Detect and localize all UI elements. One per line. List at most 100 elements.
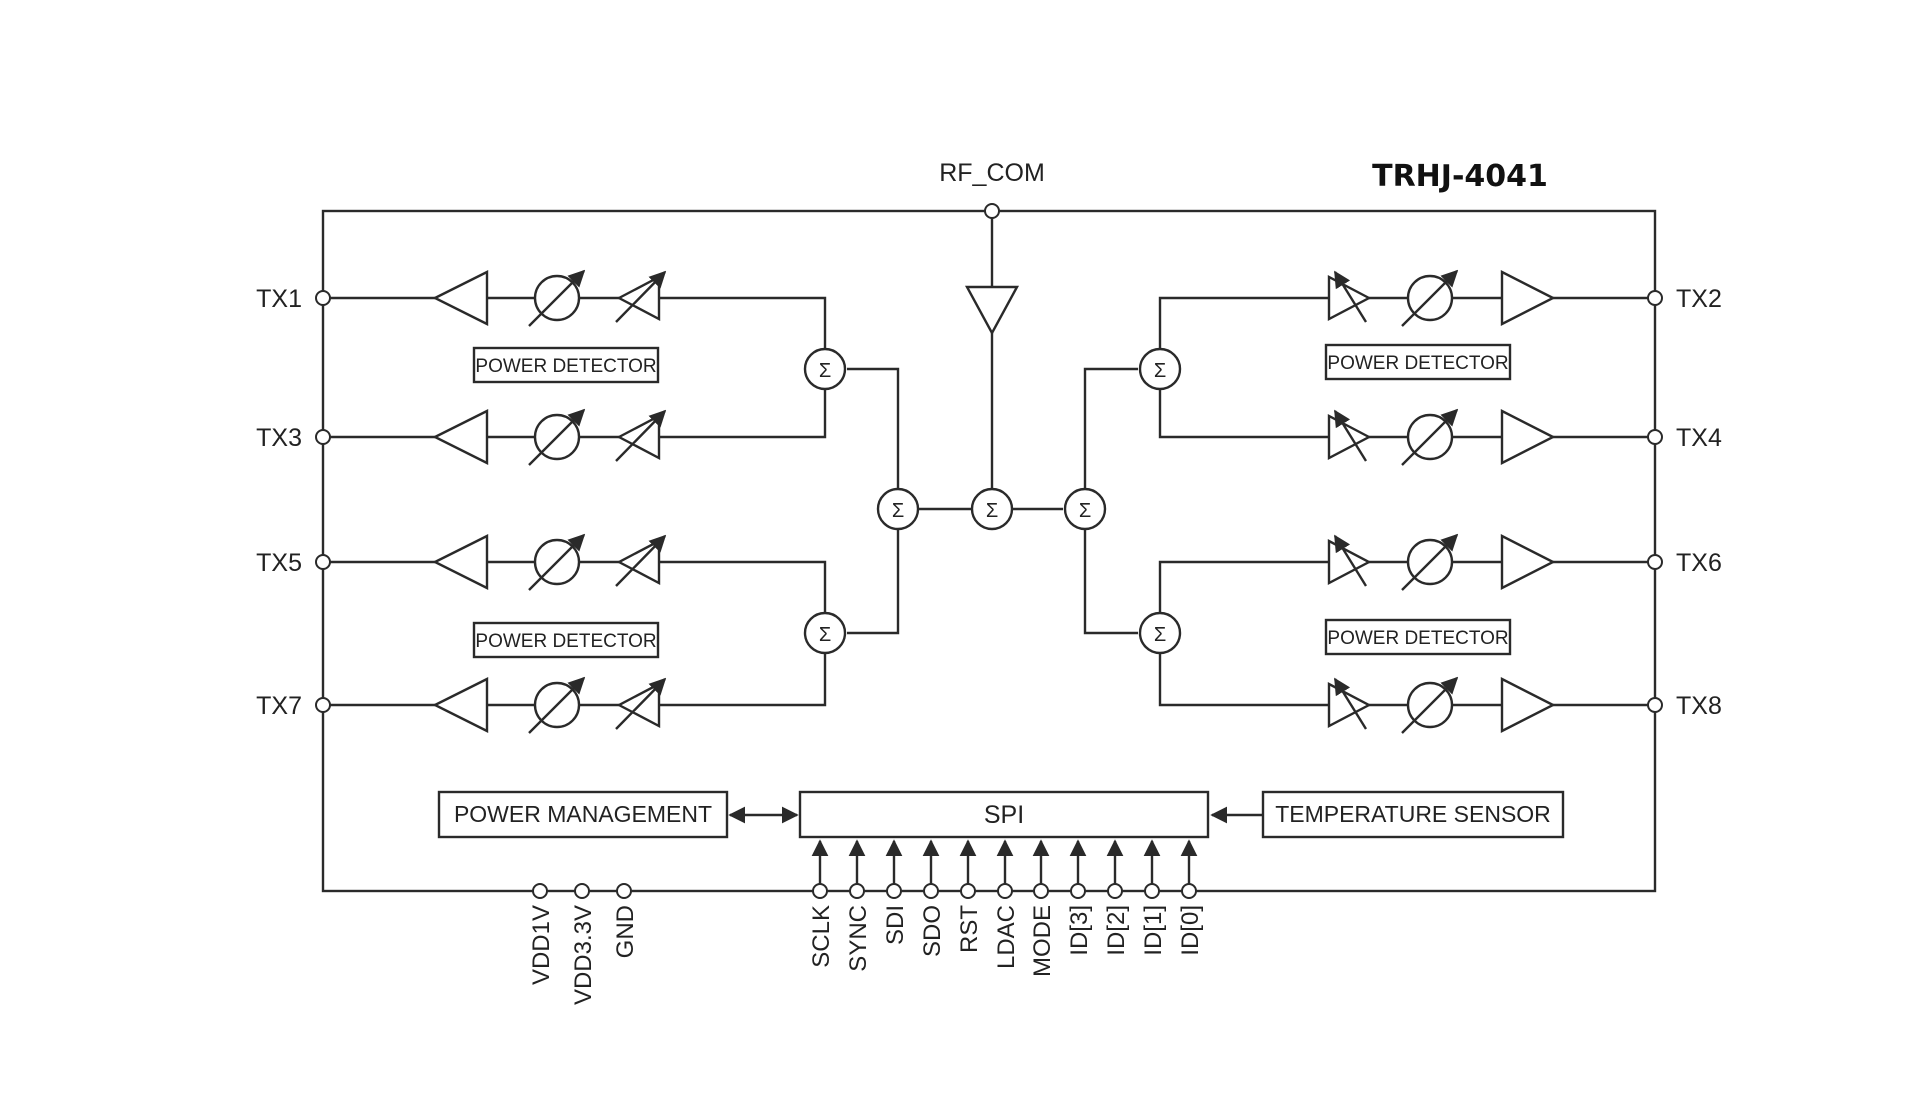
sum-left-bottom: Σ	[803, 611, 847, 655]
pin-tx7[interactable]	[315, 697, 331, 713]
spi-pin-7: ID[3]	[1066, 839, 1093, 956]
amplifier-tx5	[432, 534, 489, 590]
svg-text:Σ: Σ	[819, 360, 831, 382]
channel-tx7: TX7	[256, 676, 667, 734]
attenuator-tx8	[1327, 677, 1372, 730]
channel-tx5: TX5	[256, 533, 667, 591]
summing-tree-wires	[652, 296, 1332, 707]
svg-text:Σ: Σ	[892, 500, 904, 522]
svg-text:ID[0]: ID[0]	[1177, 905, 1204, 956]
label-tx3: TX3	[256, 424, 302, 452]
power-pin-0: VDD1V	[528, 883, 555, 985]
sum-right-top: Σ	[1138, 347, 1182, 391]
spi-pin-0: SCLK	[808, 839, 835, 968]
svg-text:POWER DETECTOR: POWER DETECTOR	[475, 356, 656, 377]
phase-shifter-tx5	[528, 533, 586, 591]
phase-shifter-tx1	[528, 269, 586, 327]
chip-title: TRHJ-4041	[1372, 159, 1548, 194]
label-tx4: TX4	[1676, 424, 1722, 452]
pin-tx6[interactable]	[1647, 554, 1663, 570]
svg-text:RST: RST	[956, 905, 983, 953]
phase-shifter-tx8	[1401, 676, 1459, 734]
power-detector-left-bottom: POWER DETECTOR	[472, 621, 660, 659]
phase-shifter-tx4	[1401, 408, 1459, 466]
pin-tx1[interactable]	[315, 290, 331, 306]
sum-right-bottom: Σ	[1138, 611, 1182, 655]
attenuator-tx3	[615, 409, 667, 462]
spi-pin-2: SDI	[882, 839, 909, 945]
temperature-sensor-label: TEMPERATURE SENSOR	[1275, 801, 1551, 827]
power-detector-right-top: POWER DETECTOR	[1324, 343, 1512, 381]
rf-com-pin[interactable]	[984, 203, 1000, 219]
label-tx5: TX5	[256, 549, 302, 577]
svg-text:Σ: Σ	[819, 624, 831, 646]
channel-tx6: TX6	[1327, 533, 1722, 591]
svg-text:VDD3.3V: VDD3.3V	[570, 905, 597, 1005]
summing-junctions: Σ Σ Σ Σ Σ Σ Σ	[803, 347, 1182, 655]
svg-text:POWER DETECTOR: POWER DETECTOR	[475, 631, 656, 652]
svg-text:SDI: SDI	[882, 905, 909, 945]
amplifier-tx6	[1500, 534, 1556, 590]
spi-pin-9: ID[1]	[1140, 839, 1167, 956]
spi-pin-4: RST	[956, 839, 983, 953]
sum-right-mid: Σ	[1063, 487, 1107, 531]
svg-text:SCLK: SCLK	[808, 905, 835, 968]
temperature-sensor-block: TEMPERATURE SENSOR	[1261, 790, 1565, 839]
pin-tx5[interactable]	[315, 554, 331, 570]
attenuator-tx4	[1327, 409, 1372, 462]
spi-block: SPI	[798, 790, 1210, 839]
channel-tx4: TX4	[1327, 408, 1722, 466]
power-pin-1: VDD3.3V	[570, 883, 597, 1005]
svg-text:Σ: Σ	[1154, 624, 1166, 646]
attenuator-tx5	[615, 534, 667, 587]
phase-shifter-tx3	[528, 408, 586, 466]
amplifier-tx2	[1500, 270, 1556, 326]
amplifier-tx8	[1500, 677, 1556, 733]
channel-tx8: TX8	[1327, 676, 1722, 734]
pin-tx4[interactable]	[1647, 429, 1663, 445]
svg-text:ID[2]: ID[2]	[1103, 905, 1130, 956]
phase-shifter-tx6	[1401, 533, 1459, 591]
svg-text:POWER DETECTOR: POWER DETECTOR	[1327, 353, 1508, 374]
attenuator-tx2	[1327, 270, 1372, 323]
phase-shifter-tx2	[1401, 269, 1459, 327]
channel-tx1: TX1	[256, 269, 667, 327]
spi-pin-8: ID[2]	[1103, 839, 1130, 956]
amplifier-tx3	[432, 409, 489, 465]
svg-text:SDO: SDO	[919, 905, 946, 957]
svg-text:ID[1]: ID[1]	[1140, 905, 1167, 956]
amplifier-tx1	[432, 270, 489, 326]
svg-text:Σ: Σ	[986, 500, 998, 522]
sum-left-top: Σ	[803, 347, 847, 391]
svg-text:Σ: Σ	[1079, 500, 1091, 522]
power-detector-left-top: POWER DETECTOR	[472, 346, 660, 384]
svg-text:GND: GND	[612, 905, 639, 958]
attenuator-tx6	[1327, 534, 1372, 587]
channel-tx2: TX2	[1327, 269, 1722, 327]
attenuator-tx7	[615, 677, 667, 730]
svg-text:MODE: MODE	[1029, 905, 1056, 977]
rf-com-amplifier	[964, 285, 1020, 336]
spi-pin-1: SYNC	[845, 839, 872, 972]
svg-text:Σ: Σ	[1154, 360, 1166, 382]
svg-text:LDAC: LDAC	[993, 905, 1020, 969]
sum-left-mid: Σ	[876, 487, 920, 531]
rf-com-label: RF_COM	[939, 159, 1045, 187]
power-detector-right-bottom: POWER DETECTOR	[1324, 618, 1512, 656]
channel-tx3: TX3	[256, 408, 667, 466]
label-tx8: TX8	[1676, 692, 1722, 720]
power-management-label: POWER MANAGEMENT	[454, 801, 712, 827]
sum-center: Σ	[970, 487, 1014, 531]
pin-tx8[interactable]	[1647, 697, 1663, 713]
pin-tx2[interactable]	[1647, 290, 1663, 306]
spi-pin-6: MODE	[1029, 839, 1056, 977]
pin-tx3[interactable]	[315, 429, 331, 445]
spi-pin-10: ID[0]	[1177, 839, 1204, 956]
spi-label: SPI	[984, 801, 1024, 829]
amplifier-tx4	[1500, 409, 1556, 465]
amplifier-tx7	[432, 677, 489, 733]
spi-pin-3: SDO	[919, 839, 946, 957]
svg-text:POWER DETECTOR: POWER DETECTOR	[1327, 628, 1508, 649]
